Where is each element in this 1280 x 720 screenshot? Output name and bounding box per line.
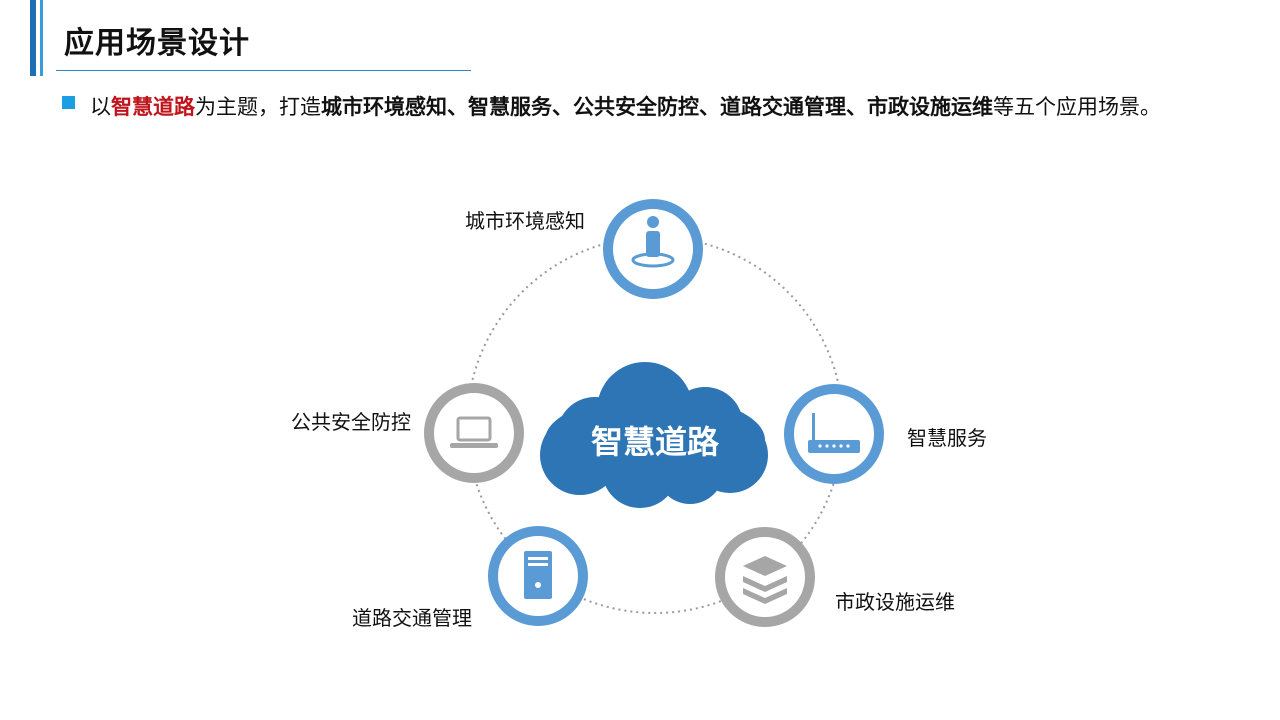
intro-text-theme: 智慧道路 (111, 95, 195, 119)
page-title: 应用场景设计 (64, 26, 250, 61)
laptop-icon (450, 416, 498, 448)
node-municipal-facilities (715, 527, 815, 627)
title-underline (56, 70, 471, 71)
intro-text-tail: 等五个应用场景。 (993, 95, 1161, 119)
label-road-traffic: 道路交通管理 (352, 606, 472, 630)
person-location-icon (631, 216, 675, 268)
node-smart-service (784, 384, 884, 484)
header-accent-bar-thin (40, 0, 43, 76)
intro-bullet-text: 以智慧道路为主题，打造城市环境感知、智慧服务、公共安全防控、道路交通管理、市政设… (90, 86, 1210, 128)
server-icon (524, 551, 552, 599)
intro-text-scenarios: 城市环境感知、智慧服务、公共安全防控、道路交通管理、市政设施运维 (321, 95, 993, 119)
bullet-marker (62, 96, 75, 109)
node-public-safety (424, 383, 524, 483)
label-city-environment: 城市环境感知 (465, 209, 585, 233)
router-icon (808, 413, 860, 453)
node-city-environment (603, 199, 703, 299)
cloud-label: 智慧道路 (591, 423, 720, 461)
label-municipal-facilities: 市政设施运维 (835, 590, 955, 614)
label-public-safety: 公共安全防控 (291, 410, 411, 434)
layers-icon (743, 556, 787, 604)
header-accent-bar (30, 0, 36, 76)
label-smart-service: 智慧服务 (907, 426, 987, 450)
intro-text-mid: 为主题，打造 (195, 95, 321, 119)
node-road-traffic (488, 526, 588, 626)
cloud-shape (540, 362, 768, 508)
intro-text-lead: 以 (90, 95, 111, 119)
